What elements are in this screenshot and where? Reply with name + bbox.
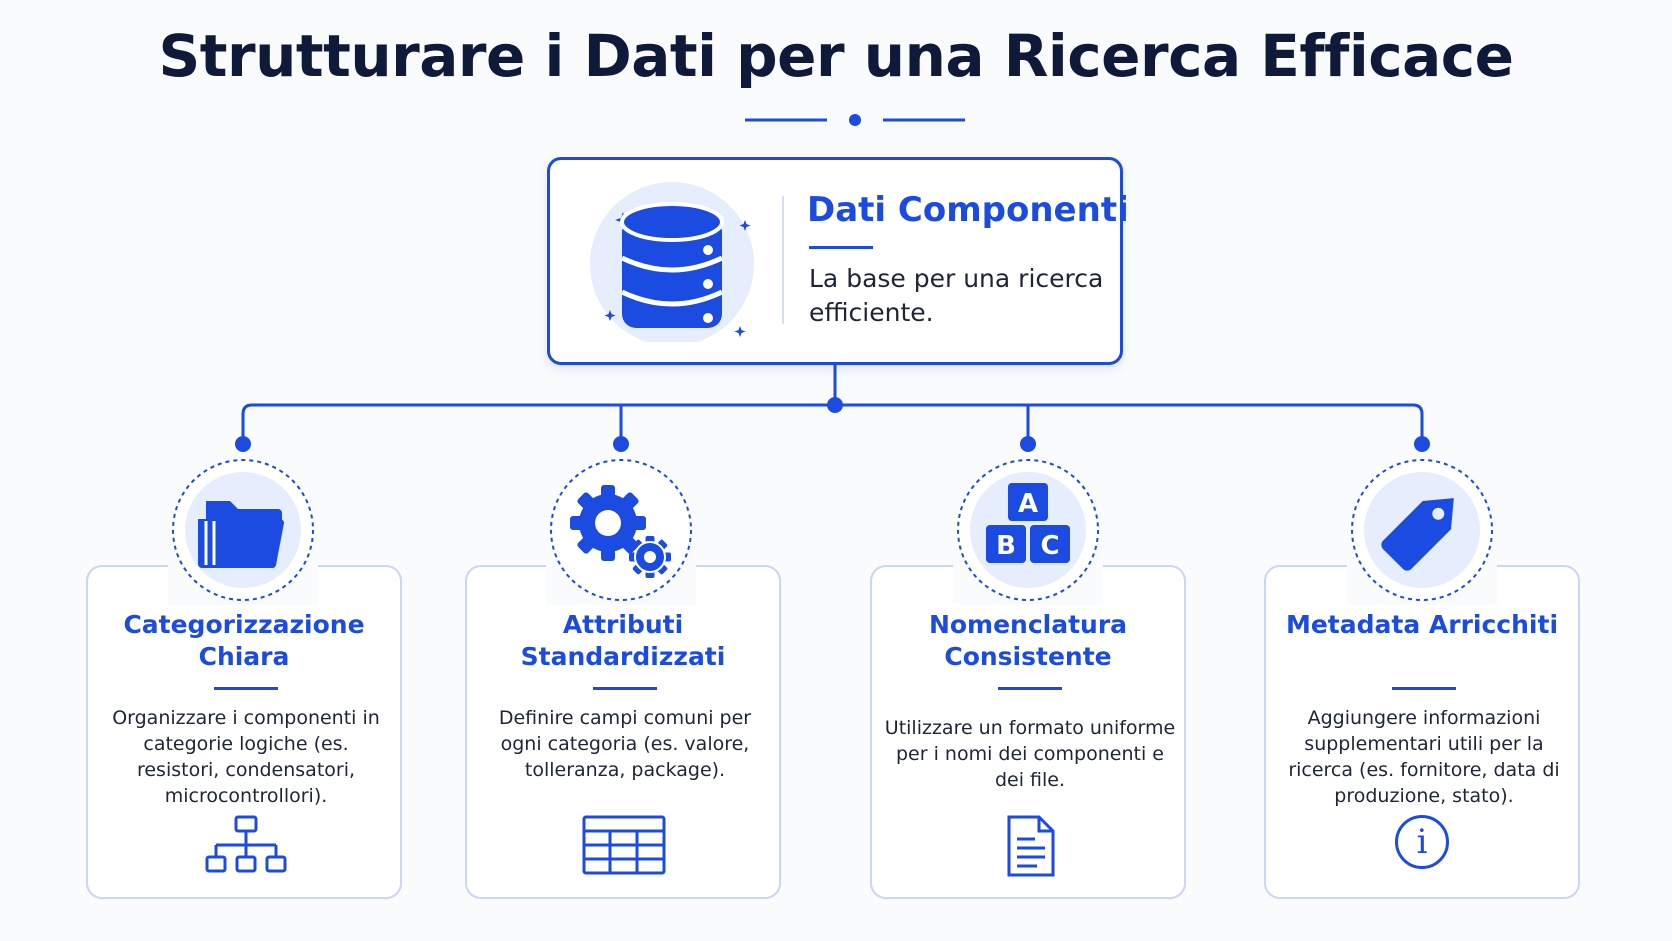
card-title: Nomenclatura Consistente (928, 610, 1128, 671)
card-nomenclatura: Nomenclatura Consistente Utilizzare un f… (870, 565, 1186, 899)
connector-dot (1020, 436, 1036, 452)
root-description: La base per una ricerca efficiente. (809, 264, 1104, 327)
card-title-underline (593, 687, 657, 690)
gears-icon (546, 459, 696, 605)
card-metadata: Metadata Arricchiti Aggiungere informazi… (1264, 565, 1580, 899)
tag-icon (1347, 459, 1497, 605)
root-node-card: Dati Componenti La base per una ricerca … (547, 157, 1129, 365)
block-letter-c: C (1040, 531, 1059, 561)
document-icon (1007, 815, 1055, 877)
junction-dot (827, 397, 843, 413)
card-title: Attributi Standardizzati (520, 610, 726, 671)
block-letter-b: B (996, 531, 1016, 561)
connector-dot (613, 436, 629, 452)
table-icon (582, 815, 666, 875)
root-title-underline (809, 246, 873, 249)
database-icon (590, 182, 754, 342)
card-description: Aggiungere informazioni supplementari ut… (1288, 707, 1560, 807)
card-title-underline (998, 687, 1062, 690)
abc-blocks-icon: A B C (953, 459, 1103, 605)
hierarchy-icon (205, 815, 287, 873)
root-divider (782, 196, 784, 324)
card-title: Metadata Arricchiti (1285, 610, 1559, 639)
connector-dot (235, 436, 251, 452)
card-description: Organizzare i componenti in categorie lo… (112, 707, 380, 807)
folder-icon (168, 459, 318, 605)
card-title-underline (1392, 687, 1456, 690)
card-attributi: Attributi Standardizzati Definire campi … (465, 565, 781, 899)
page-title: Strutturare i Dati per una Ricerca Effic… (158, 22, 1514, 90)
connector-dot (1414, 436, 1430, 452)
card-description: Utilizzare un formato uniforme per i nom… (884, 717, 1176, 791)
root-title: Dati Componenti (807, 190, 1129, 230)
block-letter-a: A (1018, 489, 1038, 519)
title-divider (745, 114, 965, 126)
card-title-underline (214, 687, 278, 690)
card-title: Categorizzazione Chiara (123, 610, 365, 671)
info-icon: i (1395, 815, 1449, 869)
card-description: Definire campi comuni per ogni categoria… (498, 707, 752, 781)
card-categorizzazione: Categorizzazione Chiara Organizzare i co… (86, 565, 402, 899)
